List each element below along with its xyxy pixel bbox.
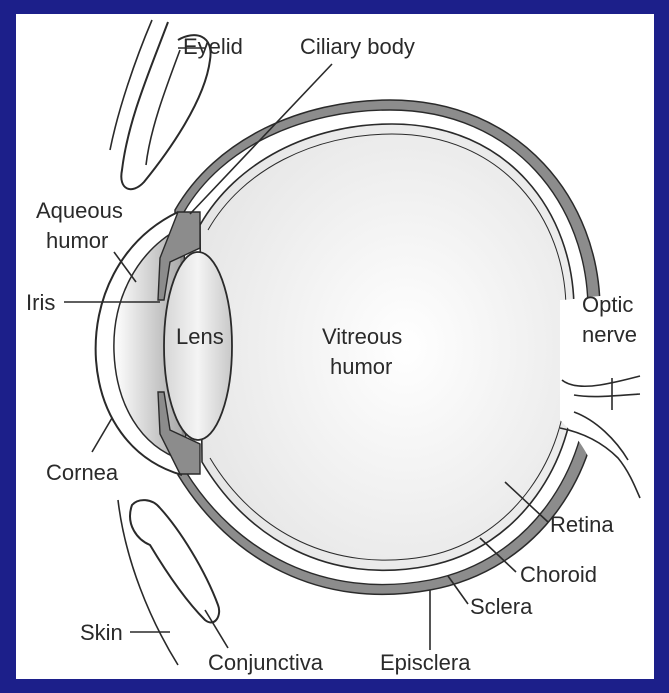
- label-choroid: Choroid: [520, 562, 597, 587]
- label-optic-2: nerve: [582, 322, 637, 347]
- label-aqueous-2: humor: [46, 228, 108, 253]
- label-cornea: Cornea: [46, 460, 119, 485]
- lower-eyelid-shape: [130, 500, 219, 622]
- label-episclera: Episclera: [380, 650, 471, 675]
- label-ciliary-body: Ciliary body: [300, 34, 415, 59]
- label-lens: Lens: [176, 324, 224, 349]
- label-optic-1: Optic: [582, 292, 633, 317]
- label-sclera: Sclera: [470, 594, 533, 619]
- label-vitreous-2: humor: [330, 354, 392, 379]
- label-skin: Skin: [80, 620, 123, 645]
- label-retina: Retina: [550, 512, 614, 537]
- cornea-leader: [92, 418, 112, 452]
- label-eyelid: Eyelid: [183, 34, 243, 59]
- label-conjunctiva: Conjunctiva: [208, 650, 324, 675]
- label-iris: Iris: [26, 290, 55, 315]
- label-aqueous-1: Aqueous: [36, 198, 123, 223]
- label-vitreous-1: Vitreous: [322, 324, 402, 349]
